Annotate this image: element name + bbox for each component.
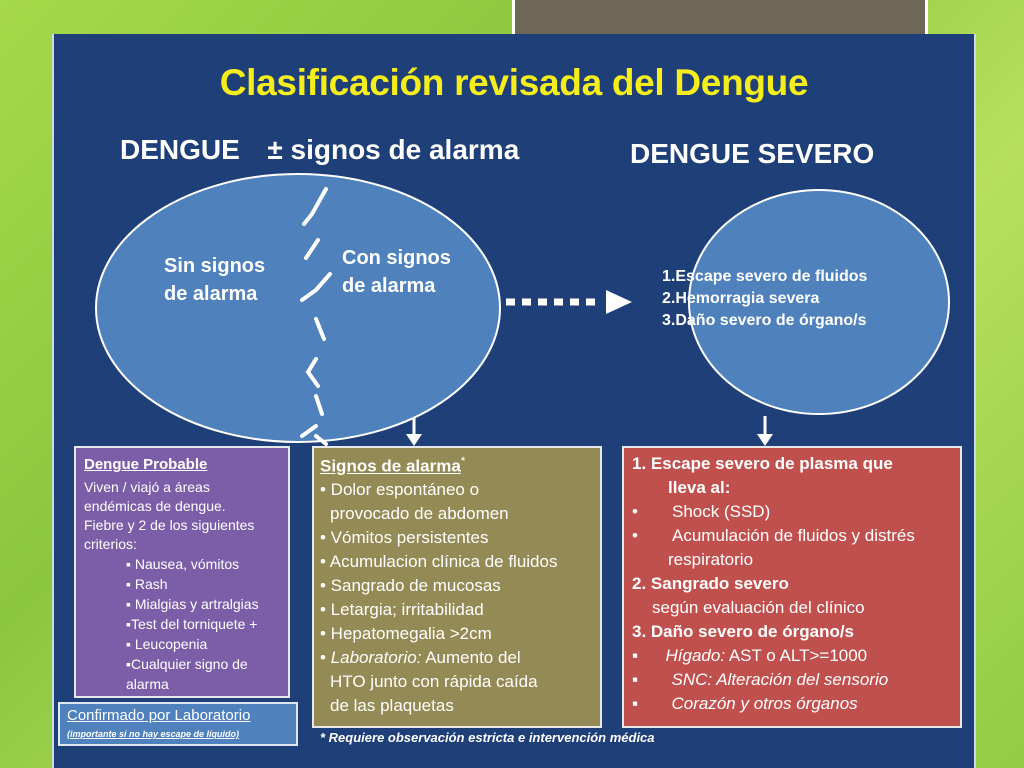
dotted-arrow-head: [606, 290, 632, 314]
alarma-item: HTO junto con rápida caída: [330, 672, 538, 691]
alarma-item: • Hepatomegalia >2cm: [320, 624, 492, 643]
severo-section1-title: 1. Escape severo de plasma que: [632, 454, 893, 473]
dengue-header: DENGUE ± signos de alarma: [120, 134, 519, 166]
zigzag-divider: [300, 187, 332, 446]
arrow-down-right-head: [757, 434, 773, 446]
diagram-shapes: [95, 173, 950, 446]
arrow-down-left-head: [406, 434, 422, 446]
severo-item: Acumulación de fluidos y distrés: [672, 526, 915, 545]
left-ellipse: [95, 173, 501, 443]
confirmado-label: Confirmado por Laboratorio: [67, 707, 251, 724]
probable-criterion: ▪ Rash: [126, 576, 168, 592]
dengue-probable-title: Dengue Probable: [84, 456, 208, 473]
probable-intro-line: Fiebre y 2 de los siguientes: [84, 517, 255, 533]
dengue-header-part1: DENGUE: [120, 134, 240, 165]
sin-signos-label: Sin signos de alarma: [164, 255, 266, 305]
severo-section2-title: 2. Sangrado severo: [632, 574, 789, 593]
probable-criterion: ▪ Nausea, vómitos: [126, 556, 240, 572]
alarma-item-laboratorio: • Laboratorio: Aumento del: [320, 648, 521, 667]
severo-section1-title-cont: lleva al:: [668, 478, 731, 497]
alarma-item: de las plaquetas: [330, 696, 454, 715]
right-ellipse: [688, 189, 950, 415]
severo-bullet: •: [632, 502, 638, 521]
signos-alarma-title: Signos de alarma: [320, 456, 461, 476]
alarma-item: • Vómitos persistentes: [320, 528, 489, 547]
probable-intro-line: endémicas de dengue.: [84, 498, 226, 514]
dengue-header-part2: ± signos de alarma: [267, 134, 520, 165]
signos-alarma-asterisk: *: [460, 454, 466, 468]
confirmado-box: Confirmado por Laboratorio (importante s…: [58, 702, 298, 746]
alarma-item: • Acumulacion clínica de fluidos: [320, 552, 558, 571]
severo-section3-title: 3. Daño severo de órgano/s: [632, 622, 855, 641]
con-signos-label: Con signos de alarma: [342, 247, 451, 297]
probable-intro-line: criterios:: [84, 536, 137, 552]
dengue-severo-header: DENGUE SEVERO: [630, 138, 875, 169]
alarma-item: • Letargia; irritabilidad: [320, 600, 484, 619]
confirmado-note: (importante si no hay escape de líquido): [67, 729, 240, 739]
alarma-item: • Sangrado de mucosas: [320, 576, 501, 595]
severo-bullet: •: [632, 526, 638, 545]
probable-criterion: ▪ Mialgias y artralgias: [126, 596, 259, 612]
severo-ellipse-list: 1.Escape severo de fluidos 2.Hemorragia …: [662, 268, 868, 329]
alarma-item: provocado de abdomen: [330, 504, 509, 523]
probable-criterion: ▪Test del torniquete +: [126, 616, 258, 632]
dengue-severo-box: 1. Escape severo de plasma que lleva al:…: [622, 446, 962, 728]
severo-organ-item: ▪ Hígado: AST o ALT>=1000: [632, 646, 868, 665]
probable-criterion: alarma: [126, 676, 169, 692]
severo-organ-item: ▪ SNC: Alteración del sensorio: [632, 670, 889, 689]
probable-criterion: ▪ Leucopenia: [126, 636, 208, 652]
severo-organ-item: ▪ Corazón y otros órganos: [632, 694, 858, 713]
top-tab-decoration: [512, 0, 928, 34]
footnote: * Requiere observación estricta e interv…: [320, 730, 655, 745]
slide: Clasificación revisada del Dengue DENGUE…: [52, 34, 976, 768]
severo-section2-text: según evaluación del clínico: [652, 598, 865, 617]
probable-criterion: ▪Cualquier signo de: [126, 656, 248, 672]
probable-intro-line: Viven / viajó a áreas: [84, 479, 210, 495]
dengue-probable-box: Dengue Probable Viven / viajó a áreas en…: [74, 446, 290, 698]
signos-alarma-title-row: Signos de alarma*: [320, 454, 465, 477]
severo-item: respiratorio: [668, 550, 754, 569]
slide-title: Clasificación revisada del Dengue: [219, 62, 809, 103]
alarma-item: • Dolor espontáneo o: [320, 480, 480, 499]
severo-item: Shock (SSD): [672, 502, 771, 521]
signos-alarma-box: Signos de alarma* • Dolor espontáneo o p…: [312, 446, 602, 728]
